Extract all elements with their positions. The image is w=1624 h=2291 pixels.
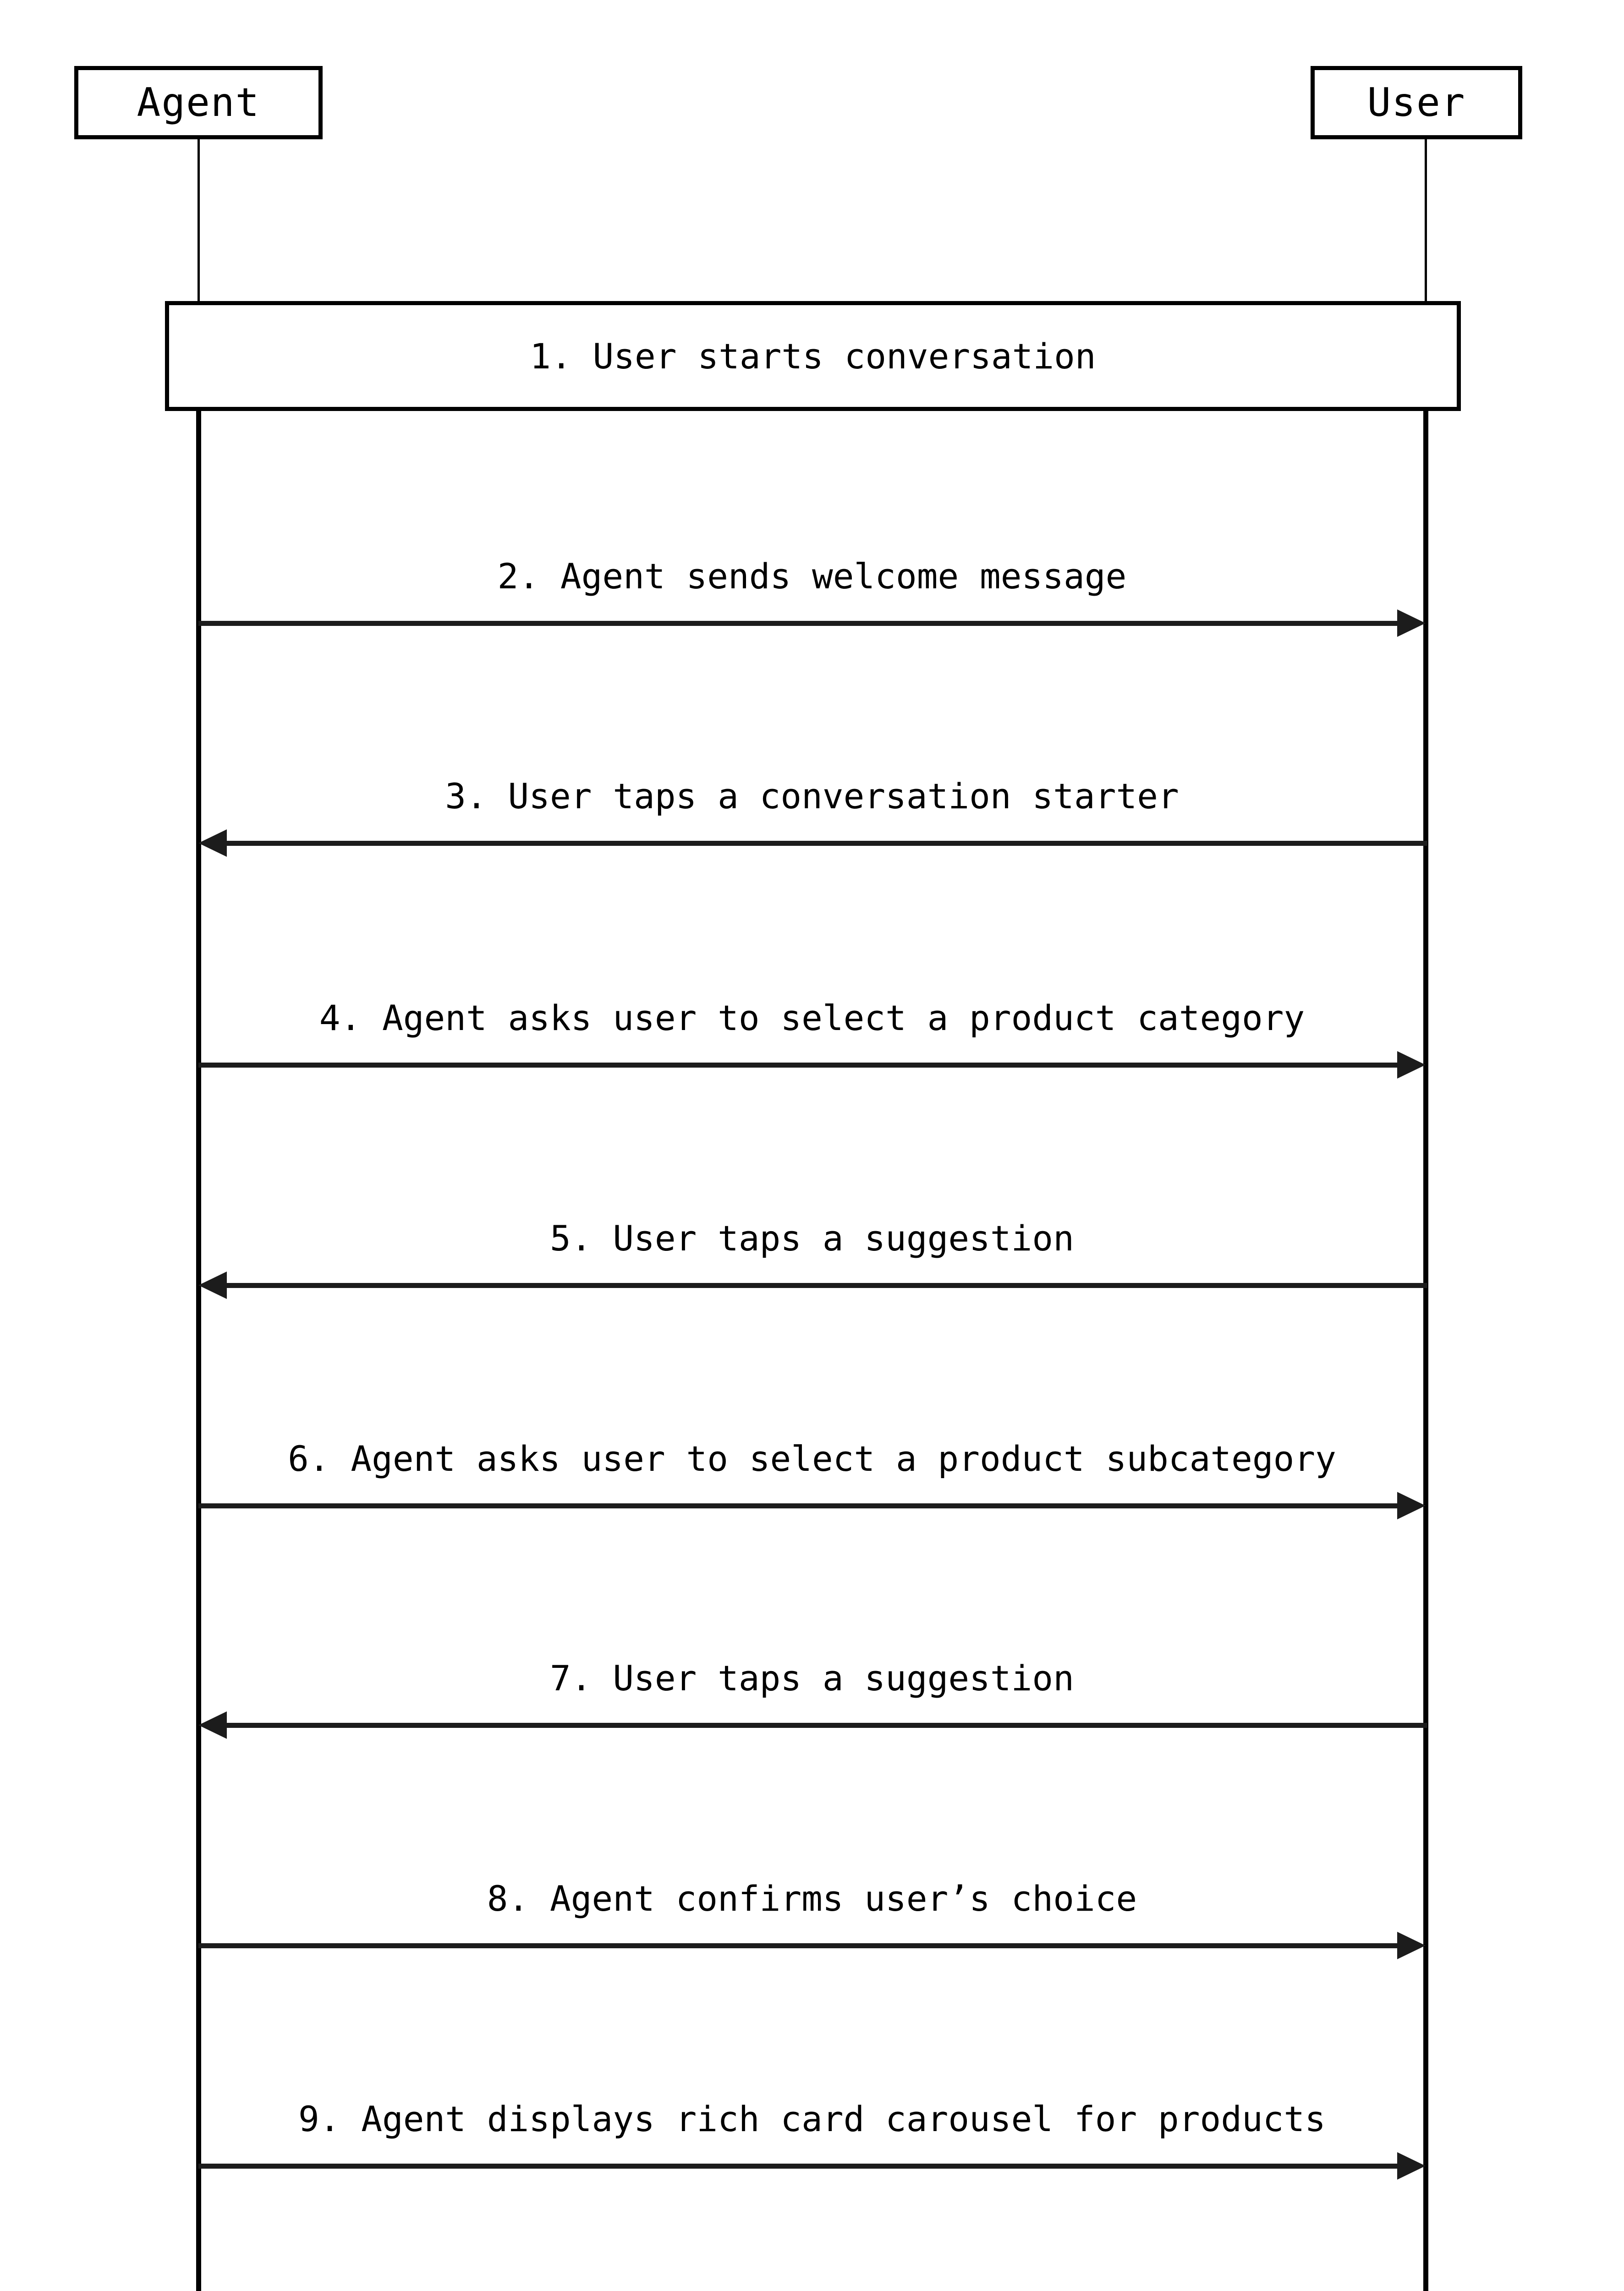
lifeline-user-top bbox=[1425, 139, 1427, 304]
message-9-line bbox=[198, 2164, 1399, 2169]
message-4-line bbox=[198, 1063, 1399, 1068]
lifeline-agent-top bbox=[198, 139, 200, 304]
activation-bar-user bbox=[1423, 301, 1428, 2291]
message-9-label: 9. Agent displays rich card carousel for… bbox=[298, 2099, 1326, 2139]
participant-header-agent[interactable]: Agent bbox=[74, 66, 323, 139]
message-7-label: 7. User taps a suggestion bbox=[550, 1658, 1074, 1699]
participant-header-agent-label: Agent bbox=[137, 80, 260, 126]
note-label: 1. User starts conversation bbox=[530, 335, 1096, 377]
message-3-arrowhead bbox=[198, 829, 227, 857]
message-5-label: 5. User taps a suggestion bbox=[550, 1218, 1074, 1259]
message-9-arrowhead bbox=[1397, 2152, 1426, 2180]
note-user-starts-conversation[interactable]: 1. User starts conversation bbox=[165, 301, 1461, 411]
message-2-label: 2. Agent sends welcome message bbox=[497, 556, 1127, 597]
message-4-arrowhead bbox=[1397, 1051, 1426, 1079]
message-8-line bbox=[198, 1943, 1399, 1948]
message-4-label: 4. Agent asks user to select a product c… bbox=[319, 998, 1305, 1038]
message-7-line bbox=[227, 1723, 1427, 1728]
message-5-line bbox=[227, 1283, 1427, 1288]
message-3-label: 3. User taps a conversation starter bbox=[445, 776, 1179, 817]
message-6-line bbox=[198, 1503, 1399, 1508]
message-6-arrowhead bbox=[1397, 1492, 1426, 1519]
participant-header-user-label: User bbox=[1367, 80, 1466, 126]
message-6-label: 6. Agent asks user to select a product s… bbox=[288, 1438, 1336, 1479]
message-8-label: 8. Agent confirms user’s choice bbox=[487, 1878, 1137, 1919]
message-8-arrowhead bbox=[1397, 1932, 1426, 1959]
message-3-line bbox=[227, 841, 1427, 846]
message-2-line bbox=[198, 621, 1399, 626]
participant-header-user[interactable]: User bbox=[1311, 66, 1522, 139]
message-2-arrowhead bbox=[1397, 609, 1426, 637]
message-5-arrowhead bbox=[198, 1272, 227, 1299]
message-7-arrowhead bbox=[198, 1711, 227, 1739]
